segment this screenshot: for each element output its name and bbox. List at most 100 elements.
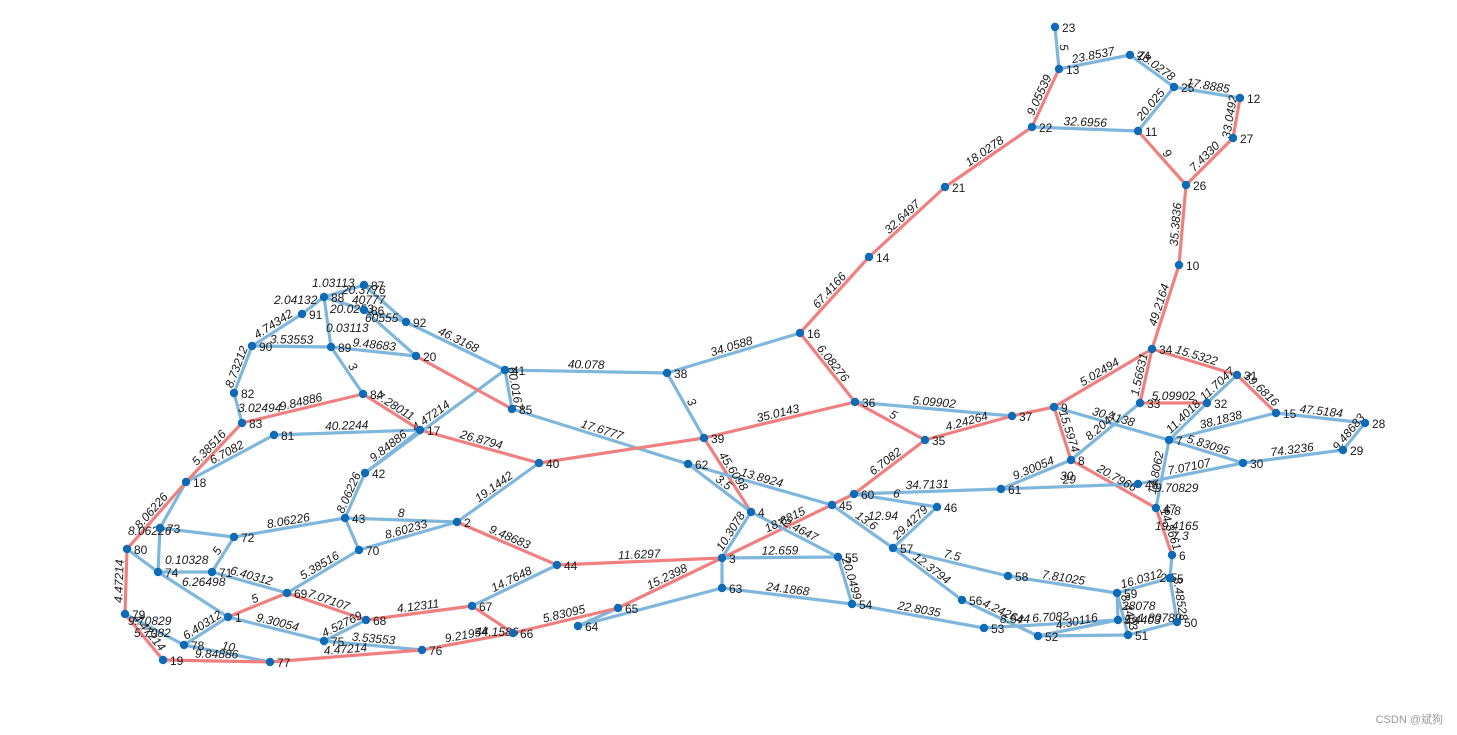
node-label: 88 — [331, 291, 345, 305]
node-45 — [827, 500, 837, 510]
edge-2-40 — [455, 461, 541, 524]
node-label: 92 — [413, 316, 427, 330]
edge-34-31 — [1150, 347, 1239, 377]
node-75 — [319, 636, 329, 646]
node-47 — [1151, 503, 1161, 513]
node-label: 11 — [1145, 125, 1158, 139]
edge-83-84 — [240, 392, 365, 425]
edge-80-74 — [125, 547, 160, 574]
edge-weight-label: 7.81025 — [1041, 567, 1086, 588]
edge-weight-label: 7.4330 — [1187, 138, 1223, 174]
node-label: 20 — [423, 350, 437, 364]
edge-24-25 — [1128, 53, 1176, 89]
node-67 — [467, 601, 477, 611]
node-14 — [864, 252, 874, 262]
node-label: 66 — [520, 627, 534, 641]
edge-66-65 — [511, 606, 620, 635]
node-78 — [179, 640, 189, 650]
node-label: 24 — [1137, 49, 1151, 63]
node-label: 56 — [969, 594, 983, 608]
edge-74-1 — [156, 570, 230, 619]
edge-16-38 — [665, 331, 802, 375]
node-label: 53 — [991, 622, 1005, 636]
edge-weight-label: 2.04132 — [273, 293, 318, 307]
node-label: 17 — [427, 424, 441, 438]
node-8 — [1066, 455, 1076, 465]
edge-42-43 — [343, 471, 367, 520]
edge-19-77 — [161, 658, 272, 664]
node-label: 77 — [277, 656, 291, 670]
edge-39-36 — [702, 400, 857, 440]
node-13 — [1054, 64, 1064, 74]
node-88 — [319, 292, 329, 302]
edge-weight-label: 6.7082 — [1032, 609, 1070, 625]
node-label: 13 — [1066, 63, 1080, 77]
node-label: 14 — [876, 251, 890, 265]
node-21 — [940, 182, 950, 192]
node-label: 33 — [1147, 397, 1161, 411]
edge-weight-label: 67.4166 — [810, 269, 850, 311]
edge-weight-label: 4.47214 — [111, 559, 126, 603]
node-51 — [1123, 630, 1133, 640]
edge-69-1 — [226, 591, 289, 619]
edge-21-14 — [867, 185, 947, 259]
node-label: 25 — [1181, 81, 1195, 95]
node-5 — [1165, 573, 1175, 583]
edge-weight-label: 0.10328 — [165, 553, 209, 567]
edge-weight-label: 30 — [1060, 469, 1074, 483]
edge-weight-label: 15.5322 — [1174, 342, 1220, 368]
node-87 — [359, 280, 369, 290]
edge-weight-label: 8.48528 — [1170, 576, 1191, 621]
edge-weight-label: 74.3236 — [1270, 440, 1315, 460]
edge-7-47 — [1154, 438, 1171, 510]
edge-68-75 — [322, 618, 368, 643]
node-label: 65 — [625, 602, 639, 616]
edge-91-88 — [300, 295, 326, 316]
edge-weight-label: 5.7082 — [134, 626, 171, 640]
node-3 — [717, 553, 727, 563]
node-label: 12 — [1247, 92, 1261, 106]
edge-4-55 — [749, 510, 840, 559]
node-label: 49 — [1125, 614, 1139, 628]
edge-78-77 — [182, 643, 272, 664]
edge-23-13 — [1053, 25, 1061, 71]
edge-15-28 — [1274, 411, 1367, 425]
node-65 — [613, 603, 623, 613]
node-2 — [452, 517, 462, 527]
edge-weight-label: 5 — [1057, 43, 1072, 51]
node-label: 55 — [845, 551, 859, 565]
node-label: 46 — [944, 501, 958, 515]
node-label: 18 — [193, 476, 207, 490]
edge-62-4 — [686, 462, 753, 514]
edge-34-9 — [1052, 347, 1154, 409]
node-label: 78 — [191, 639, 205, 653]
node-label: 36 — [862, 396, 876, 410]
node-29 — [1338, 445, 1348, 455]
node-label: 61 — [1008, 483, 1022, 497]
node-1 — [223, 612, 233, 622]
node-label: 2 — [464, 516, 471, 530]
edge-81-17 — [272, 428, 422, 437]
edge-34-33 — [1138, 347, 1154, 405]
edge-84-17 — [361, 392, 422, 432]
node-label: 7 — [1176, 434, 1183, 448]
node-49 — [1113, 615, 1123, 625]
edge-22-11 — [1030, 125, 1140, 133]
node-81 — [269, 430, 279, 440]
overlap-label-layer: 1.031132.0413220.37764077720.0253605550.… — [128, 276, 1199, 640]
edge-weight-label: 14.7648 — [489, 563, 534, 595]
node-label: 47 — [1163, 502, 1177, 516]
edge-92-41 — [404, 320, 507, 372]
node-label: 41 — [512, 364, 526, 378]
node-38 — [662, 368, 672, 378]
node-22 — [1027, 122, 1037, 132]
node-label: 4 — [758, 506, 765, 520]
edge-25-12 — [1172, 85, 1242, 100]
edge-43-2 — [343, 516, 459, 524]
edge-36-37 — [853, 400, 1014, 418]
node-label: 19 — [170, 654, 184, 668]
edge-weight-label: 8.06226 — [128, 524, 172, 538]
edge-weight-label: 3.53553 — [270, 332, 314, 347]
edge-57-58 — [891, 546, 1010, 578]
edge-18-80 — [125, 480, 188, 551]
